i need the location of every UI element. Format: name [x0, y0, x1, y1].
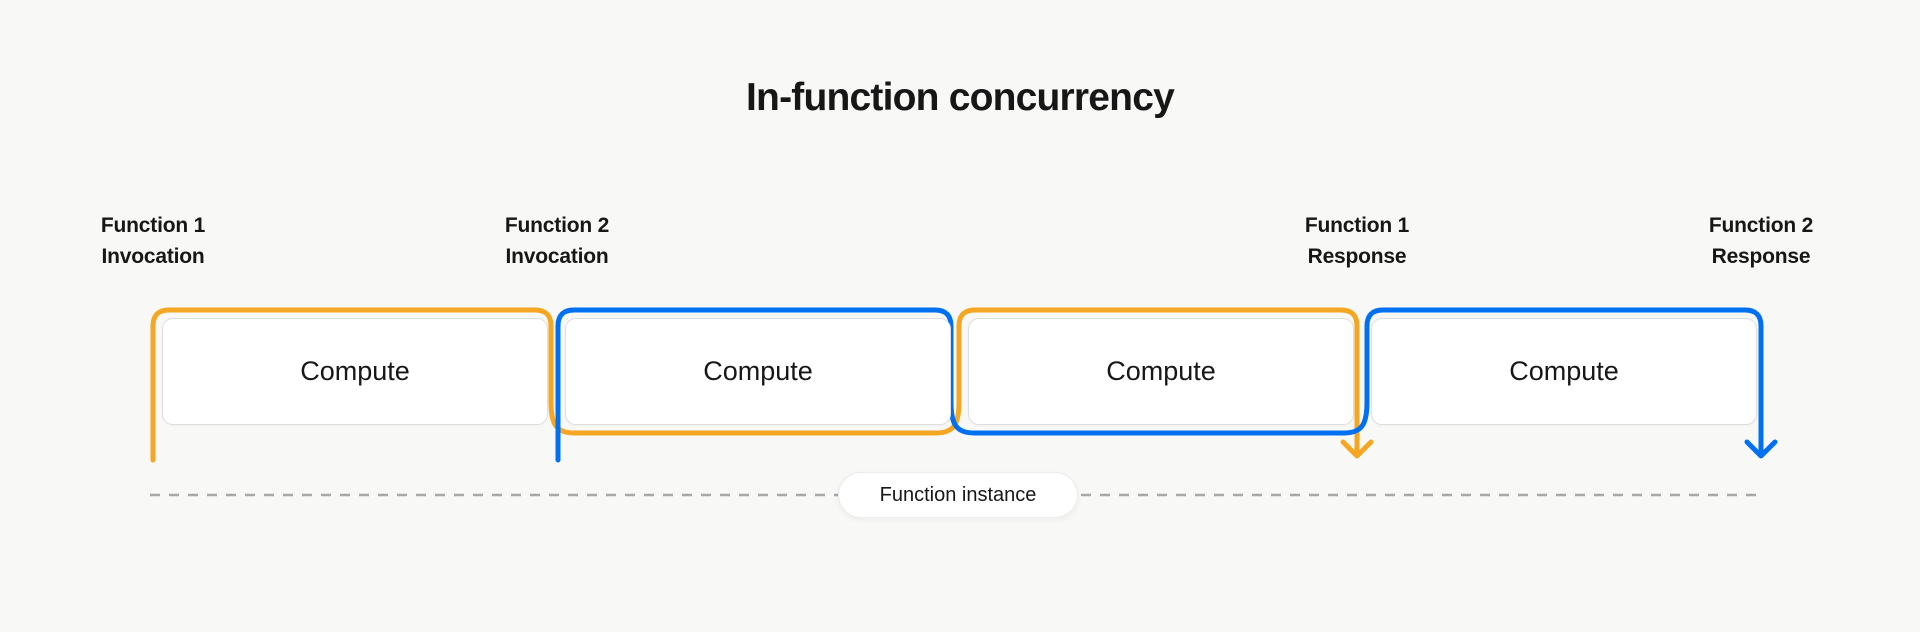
diagram-title: In-function concurrency — [746, 76, 1175, 119]
label-function1-response: Function 1 Response — [1305, 210, 1409, 272]
label-function2-response: Function 2 Response — [1709, 210, 1813, 272]
compute-box-2: Compute — [565, 318, 951, 425]
compute-box-1-label: Compute — [300, 356, 410, 386]
label-function1-invocation-line2: Invocation — [101, 245, 205, 268]
label-function2-response-line1: Function 2 — [1708, 214, 1814, 237]
compute-box-3-label: Compute — [1106, 356, 1216, 386]
label-function2-invocation-line2: Invocation — [505, 245, 609, 268]
label-function2-invocation-line1: Function 2 — [504, 214, 610, 237]
label-function1-invocation: Function 1 Invocation — [101, 210, 205, 272]
compute-box-1: Compute — [162, 318, 548, 425]
label-function1-invocation-line1: Function 1 — [100, 214, 206, 237]
function1-response-arrow-down-icon — [1340, 439, 1374, 459]
function2-response-arrow-down-icon — [1744, 439, 1778, 459]
label-function1-response-line2: Response — [1307, 245, 1407, 268]
label-function2-invocation: Function 2 Invocation — [505, 210, 609, 272]
function1-timeline-path — [150, 307, 1360, 463]
function-instance-pill: Function instance — [838, 472, 1078, 518]
compute-box-2-label: Compute — [703, 356, 813, 386]
function-instance-pill-label: Function instance — [879, 483, 1037, 506]
compute-box-4: Compute — [1371, 318, 1757, 425]
function2-timeline-path — [555, 307, 1764, 463]
compute-box-4-label: Compute — [1509, 356, 1619, 386]
label-function2-response-line2: Response — [1711, 245, 1811, 268]
label-function1-response-line1: Function 1 — [1304, 214, 1410, 237]
compute-box-3: Compute — [968, 318, 1354, 425]
